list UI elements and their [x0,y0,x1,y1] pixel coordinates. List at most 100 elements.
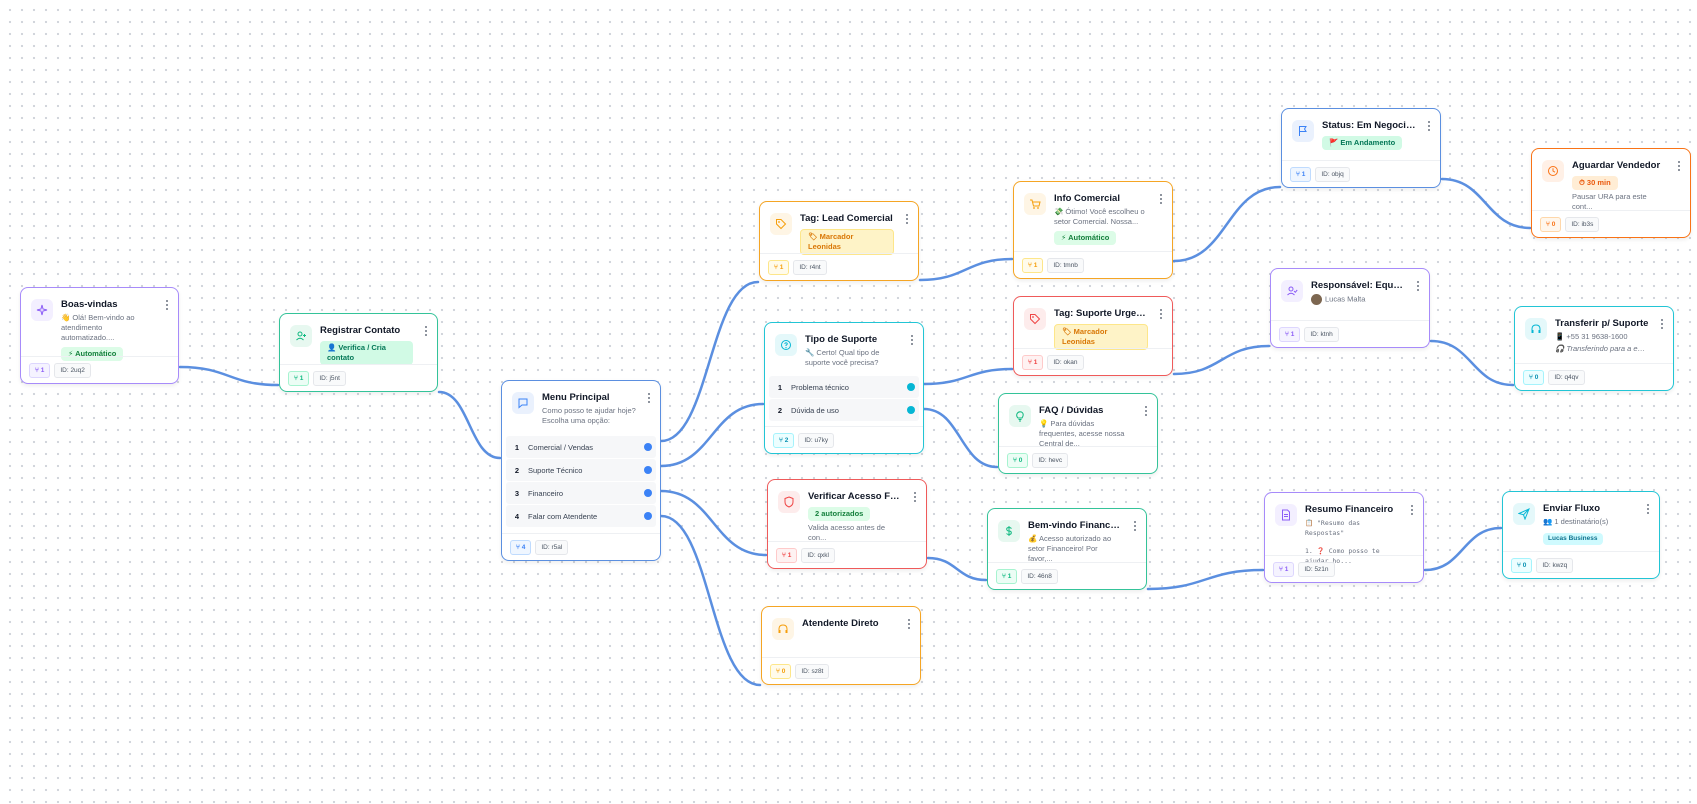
more-options-icon[interactable] [902,212,912,226]
node-description: Pausar URA para este cont... [1572,192,1647,211]
node-title: Bem-vindo Financeiro [1028,520,1122,531]
node-faq-duvidas[interactable]: FAQ / Dúvidas 💡 Para dúvidas frequentes,… [998,393,1158,474]
node-tag-suporte-urgente[interactable]: Tag: Suporte Urgente 🏷 Marcador Leonidas… [1013,296,1173,376]
node-footer: ⑂ 1 ID: qxkl [768,541,926,568]
more-options-icon[interactable] [1407,503,1417,517]
node-transferir-suporte[interactable]: Transferir p/ Suporte 📱 +55 31 9638-1600… [1514,306,1674,391]
edge-menu4-atendente[interactable] [659,514,762,687]
node-resumo-financeiro[interactable]: Resumo Financeiro 📋 "Resumo das Resposta… [1264,492,1424,583]
node-title: Resumo Financeiro [1305,504,1394,515]
edge-registrar-menu[interactable] [437,390,502,460]
clock-icon [1542,160,1564,182]
node-tipo-suporte[interactable]: Tipo de Suporte 🔧 Certo! Qual tipo de su… [764,322,924,454]
option-label: Problema técnico [791,382,849,392]
edge-menu1-taglead[interactable] [659,280,760,443]
more-options-icon[interactable] [1156,307,1166,321]
node-verificar-acesso[interactable]: Verificar Acesso Finan... 2 autorizados … [767,479,927,569]
branch-count-badge: ⑂ 0 [1511,557,1533,573]
node-id-badge: ID: r5al [535,539,569,555]
node-description: 👋 Olá! Bem-vindo ao atendimento automati… [61,313,135,342]
user-plus-icon [290,325,312,347]
node-footer: ⑂ 0 ID: hevc [999,446,1157,473]
node-boas-vindas[interactable]: Boas-vindas 👋 Olá! Bem-vindo ao atendime… [20,287,179,384]
branch-count-badge: ⑂ 1 [768,259,790,275]
headphones-icon [772,618,794,640]
output-handle[interactable] [644,512,652,520]
assignee: Lucas Malta [1311,294,1405,305]
edge-tipo2-faq[interactable] [922,407,999,469]
recipients-count: 👥 1 destinatário(s) [1543,517,1609,526]
output-handle[interactable] [907,383,915,391]
more-options-icon[interactable] [162,298,172,312]
more-options-icon[interactable] [1424,119,1434,133]
chat-icon [512,392,534,414]
node-description: 💸 Ótimo! Você escolheu o setor Comercial… [1054,207,1145,226]
node-id-badge: ID: objq [1315,166,1350,182]
node-status-negociacao[interactable]: Status: Em Negociação 🚩 Em Andamento ⑂ 1… [1281,108,1441,188]
node-title: Responsável: Equipe T... [1311,280,1405,291]
node-id-badge: ID: j5nt [313,370,346,386]
headset-icon [1525,318,1547,340]
help-circle-icon [775,334,797,356]
option-label: Comercial / Vendas [528,442,594,452]
output-handle[interactable] [644,489,652,497]
output-handle[interactable] [907,406,915,414]
node-bem-vindo-financeiro[interactable]: Bem-vindo Financeiro 💰 Acesso autorizado… [987,508,1147,590]
more-options-icon[interactable] [907,333,917,347]
node-tag-lead-comercial[interactable]: Tag: Lead Comercial 🏷 Marcador Leonidas … [759,201,919,281]
option-number: 3 [514,488,520,498]
node-menu-principal[interactable]: Menu Principal Como posso te ajudar hoje… [501,380,661,561]
edge-info-status[interactable] [1172,185,1282,263]
node-footer: ⑂ 1 ID: objq [1282,160,1440,187]
node-enviar-fluxo[interactable]: Enviar Fluxo 👥 1 destinatário(s) Lucas B… [1502,491,1660,579]
edge-resumo-enviar[interactable] [1423,526,1503,572]
node-title: Boas-vindas [61,299,118,310]
edge-menu2-tiposuporte[interactable] [659,402,765,468]
edge-verificar-bemfin[interactable] [926,556,988,582]
node-registrar-contato[interactable]: Registrar Contato 👤 Verifica / Cria cont… [279,313,438,392]
more-options-icon[interactable] [1156,192,1166,206]
phone-number: 📱 +55 31 9638-1600 [1555,332,1628,341]
edge-boas-registrar[interactable] [178,365,280,387]
output-handle[interactable] [644,466,652,474]
status-badge: ⚡ Automático [61,347,124,361]
more-options-icon[interactable] [1413,279,1423,293]
node-responsavel-equipe[interactable]: Responsável: Equipe T... Lucas Malta ⑂ 1… [1270,268,1430,348]
node-aguardar-vendedor[interactable]: Aguardar Vendedor ⏱ 30 min Pausar URA pa… [1531,148,1691,238]
node-atendente-direto[interactable]: Atendente Direto ⑂ 0 ID: sz8t [761,606,921,685]
flag-icon [1292,120,1314,142]
node-id-badge: ID: okan [1047,354,1084,370]
edge-bemfin-resumo[interactable] [1146,568,1265,591]
edge-status-aguardar[interactable] [1440,177,1532,230]
node-info-comercial[interactable]: Info Comercial 💸 Ótimo! Você escolheu o … [1013,181,1173,279]
more-options-icon[interactable] [904,617,914,631]
option-number: 2 [514,465,520,475]
option-label: Falar com Atendente [528,511,598,521]
more-options-icon[interactable] [1674,159,1684,173]
edge-resp-transferir[interactable] [1429,339,1515,387]
node-description: 💰 Acesso autorizado ao setor Financeiro!… [1028,534,1112,563]
more-options-icon[interactable] [644,391,654,405]
edge-tipo1-tagsuporte[interactable] [922,367,1014,386]
more-options-icon[interactable] [421,324,431,338]
more-options-icon[interactable] [910,490,920,504]
edge-taglead-info[interactable] [918,257,1014,282]
more-options-icon[interactable] [1130,519,1140,533]
edge-menu3-verificar[interactable] [659,489,768,557]
node-preview: 1. ❓ Como posso te ajudar ho... [1305,547,1380,565]
more-options-icon[interactable] [1657,317,1667,331]
more-options-icon[interactable] [1643,502,1653,516]
node-id-badge: ID: 5z1n [1298,561,1335,577]
output-handle[interactable] [644,443,652,451]
more-options-icon[interactable] [1141,404,1151,418]
node-id-badge: ID: hevc [1032,452,1069,468]
node-description: Valida acesso antes de con... [808,523,885,542]
node-title: Transferir p/ Suporte [1555,318,1649,329]
edge-tagsuporte-resp[interactable] [1172,344,1271,376]
